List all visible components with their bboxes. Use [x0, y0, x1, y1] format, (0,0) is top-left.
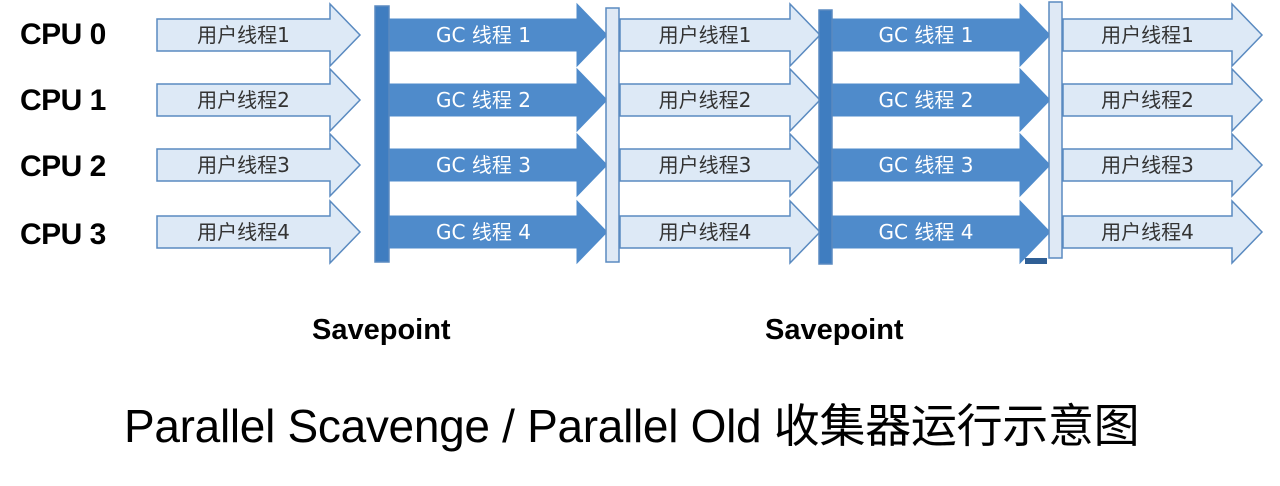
user-thread-arrow: 用户线程2 — [1062, 67, 1264, 133]
arrow-label: 用户线程1 — [1101, 23, 1194, 47]
gc-thread-arrow: GC 线程 3 — [831, 132, 1051, 198]
user-thread-arrow: 用户线程4 — [619, 199, 822, 265]
thread-arrows: 用户线程1 用户线程2 用户线程3 用户线程4 GC 线程 1 GC 线程 2 GC 线程 … — [156, 2, 1264, 265]
arrow-label: 用户线程3 — [197, 153, 290, 177]
arrow-label: 用户线程1 — [659, 23, 752, 47]
cpu-label-1: CPU 1 — [20, 84, 106, 117]
safepoint-bar-dark — [818, 9, 833, 265]
arrow-shape — [156, 199, 362, 265]
user-thread-arrow: 用户线程4 — [156, 199, 362, 265]
arrow-label: 用户线程2 — [1101, 88, 1194, 112]
bar-notch — [1025, 258, 1047, 264]
arrow-shape — [619, 199, 822, 265]
arrow-shape — [619, 67, 822, 133]
safepoint-bar-dark — [374, 5, 390, 263]
arrow-label: GC 线程 4 — [436, 220, 531, 244]
arrow-shape — [389, 132, 608, 198]
user-thread-arrow: 用户线程2 — [619, 67, 822, 133]
gc-thread-arrow: GC 线程 2 — [831, 67, 1051, 133]
arrow-label: 用户线程4 — [1101, 220, 1194, 244]
arrow-label: 用户线程4 — [659, 220, 752, 244]
arrow-shape — [389, 199, 608, 265]
arrow-label: GC 线程 3 — [436, 153, 531, 177]
savepoint-label-1: Savepoint — [312, 314, 451, 346]
safepoint-bar-light — [1048, 1, 1063, 259]
arrow-label: GC 线程 1 — [879, 23, 974, 47]
arrow-label: GC 线程 2 — [436, 88, 531, 112]
arrow-label: 用户线程3 — [659, 153, 752, 177]
arrow-shape — [156, 132, 362, 198]
safepoint-bar-light — [605, 7, 620, 263]
user-thread-arrow: 用户线程4 — [1062, 199, 1264, 265]
arrow-shape — [831, 132, 1051, 198]
user-thread-arrow: 用户线程1 — [156, 2, 362, 68]
savepoint-label-2: Savepoint — [765, 314, 904, 346]
arrow-shape — [831, 67, 1051, 133]
arrow-shape — [619, 2, 822, 68]
arrow-shape — [1062, 132, 1264, 198]
arrow-label: GC 线程 2 — [879, 88, 974, 112]
gc-thread-arrow: GC 线程 3 — [389, 132, 608, 198]
arrow-label: GC 线程 1 — [436, 23, 531, 47]
user-thread-arrow: 用户线程3 — [619, 132, 822, 198]
arrow-shape — [389, 2, 608, 68]
gc-thread-arrow: GC 线程 1 — [831, 2, 1051, 68]
arrow-shape — [1062, 2, 1264, 68]
arrow-shape — [831, 2, 1051, 68]
cpu-label-0: CPU 0 — [20, 18, 106, 51]
arrow-label: 用户线程4 — [197, 220, 290, 244]
user-thread-arrow: 用户线程2 — [156, 67, 362, 133]
arrow-shape — [156, 67, 362, 133]
arrow-shape — [619, 132, 822, 198]
cpu-label-3: CPU 3 — [20, 218, 106, 251]
user-thread-arrow: 用户线程3 — [1062, 132, 1264, 198]
safepoint-bars — [374, 1, 1063, 265]
user-thread-arrow: 用户线程3 — [156, 132, 362, 198]
gc-thread-arrow: GC 线程 1 — [389, 2, 608, 68]
user-thread-arrow: 用户线程1 — [619, 2, 822, 68]
arrow-label: 用户线程1 — [197, 23, 290, 47]
arrow-label: 用户线程2 — [659, 88, 752, 112]
diagram-caption: Parallel Scavenge / Parallel Old 收集器运行示意… — [124, 400, 1140, 452]
arrow-label: 用户线程3 — [1101, 153, 1194, 177]
arrow-shape — [1062, 199, 1264, 265]
arrow-label: 用户线程2 — [197, 88, 290, 112]
gc-thread-arrow: GC 线程 4 — [831, 199, 1051, 265]
arrow-shape — [156, 2, 362, 68]
gc-thread-arrow: GC 线程 2 — [389, 67, 608, 133]
user-thread-arrow: 用户线程1 — [1062, 2, 1264, 68]
cpu-label-2: CPU 2 — [20, 150, 106, 183]
arrow-label: GC 线程 3 — [879, 153, 974, 177]
arrow-shape — [831, 199, 1051, 265]
arrow-shape — [1062, 67, 1264, 133]
arrow-label: GC 线程 4 — [879, 220, 974, 244]
gc-thread-arrow: GC 线程 4 — [389, 199, 608, 265]
arrow-shape — [389, 67, 608, 133]
